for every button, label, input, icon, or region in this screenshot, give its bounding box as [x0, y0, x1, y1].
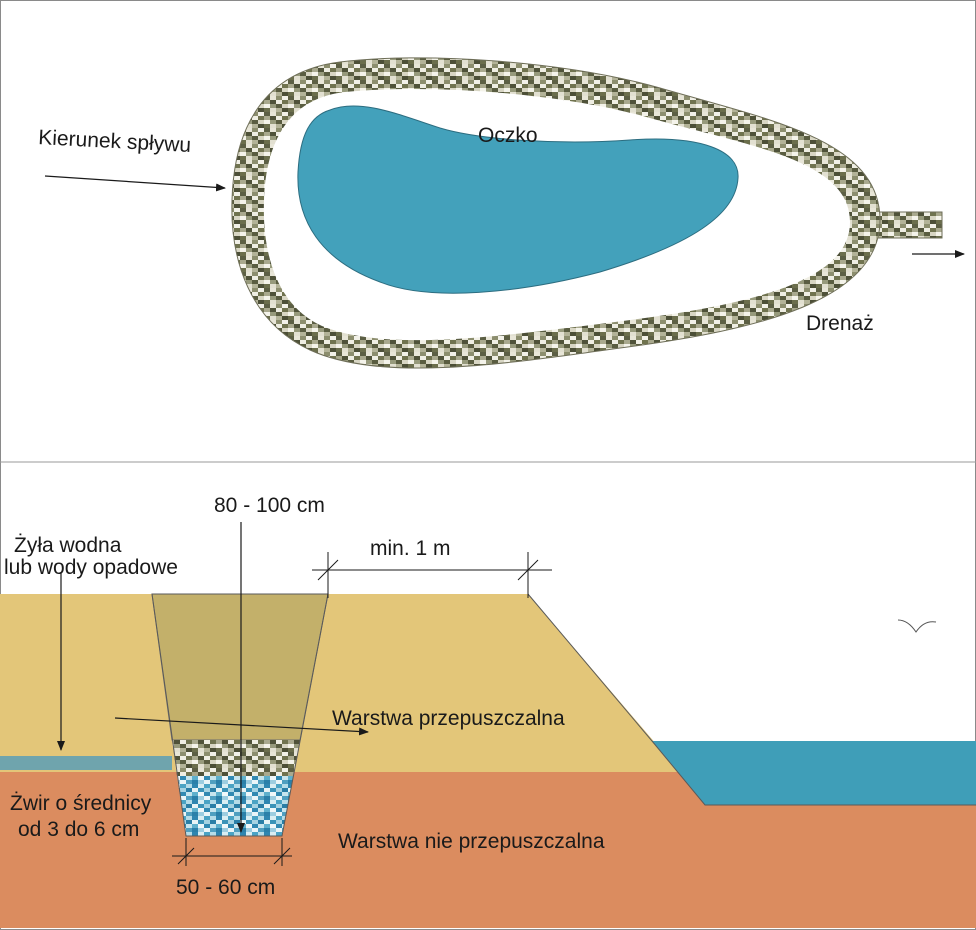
water-source-label-line2: lub wody opadowe: [4, 556, 178, 579]
water-vein: [0, 756, 172, 770]
seepage-arrow: [114, 717, 369, 736]
top-view: Kierunek spływu Oczko Drenaż: [38, 57, 965, 369]
trench-bottom-dimension: [172, 838, 292, 866]
pond-water: [297, 105, 739, 294]
flow-direction-arrow: [44, 175, 226, 192]
drain-label: Drenaż: [806, 312, 874, 335]
permeable-layer-label: Warstwa przepuszczalna: [332, 707, 565, 730]
bank-slope: [527, 593, 976, 806]
distance-dimension: [312, 552, 552, 598]
gravel-label-line2: od 3 do 6 cm: [18, 818, 139, 841]
impermeable-layer-label: Warstwa nie przepuszczalna: [338, 830, 605, 853]
bird-icon: [897, 619, 937, 633]
cross-section-pond: [652, 741, 976, 805]
permeable-layer: [0, 594, 680, 772]
trench-outline: [151, 593, 329, 837]
trench-backfill: [151, 593, 329, 741]
gravel-label-line1: Żwir o średnicy: [10, 792, 152, 815]
trench-gravel-dry: [172, 740, 300, 776]
trench-bottom-width-label: 50 - 60 cm: [176, 876, 275, 899]
pond-label: Oczko: [478, 124, 538, 147]
cross-section: 80 - 100 cm min. 1 m Żyła wodna lub wody…: [0, 494, 976, 928]
water-source-label-line1: Żyła wodna: [14, 534, 122, 557]
trench-top-width-label: 80 - 100 cm: [214, 494, 325, 517]
distance-label: min. 1 m: [370, 537, 451, 560]
flow-direction-label: Kierunek spływu: [38, 126, 192, 157]
trench-gravel-wet: [177, 776, 293, 836]
